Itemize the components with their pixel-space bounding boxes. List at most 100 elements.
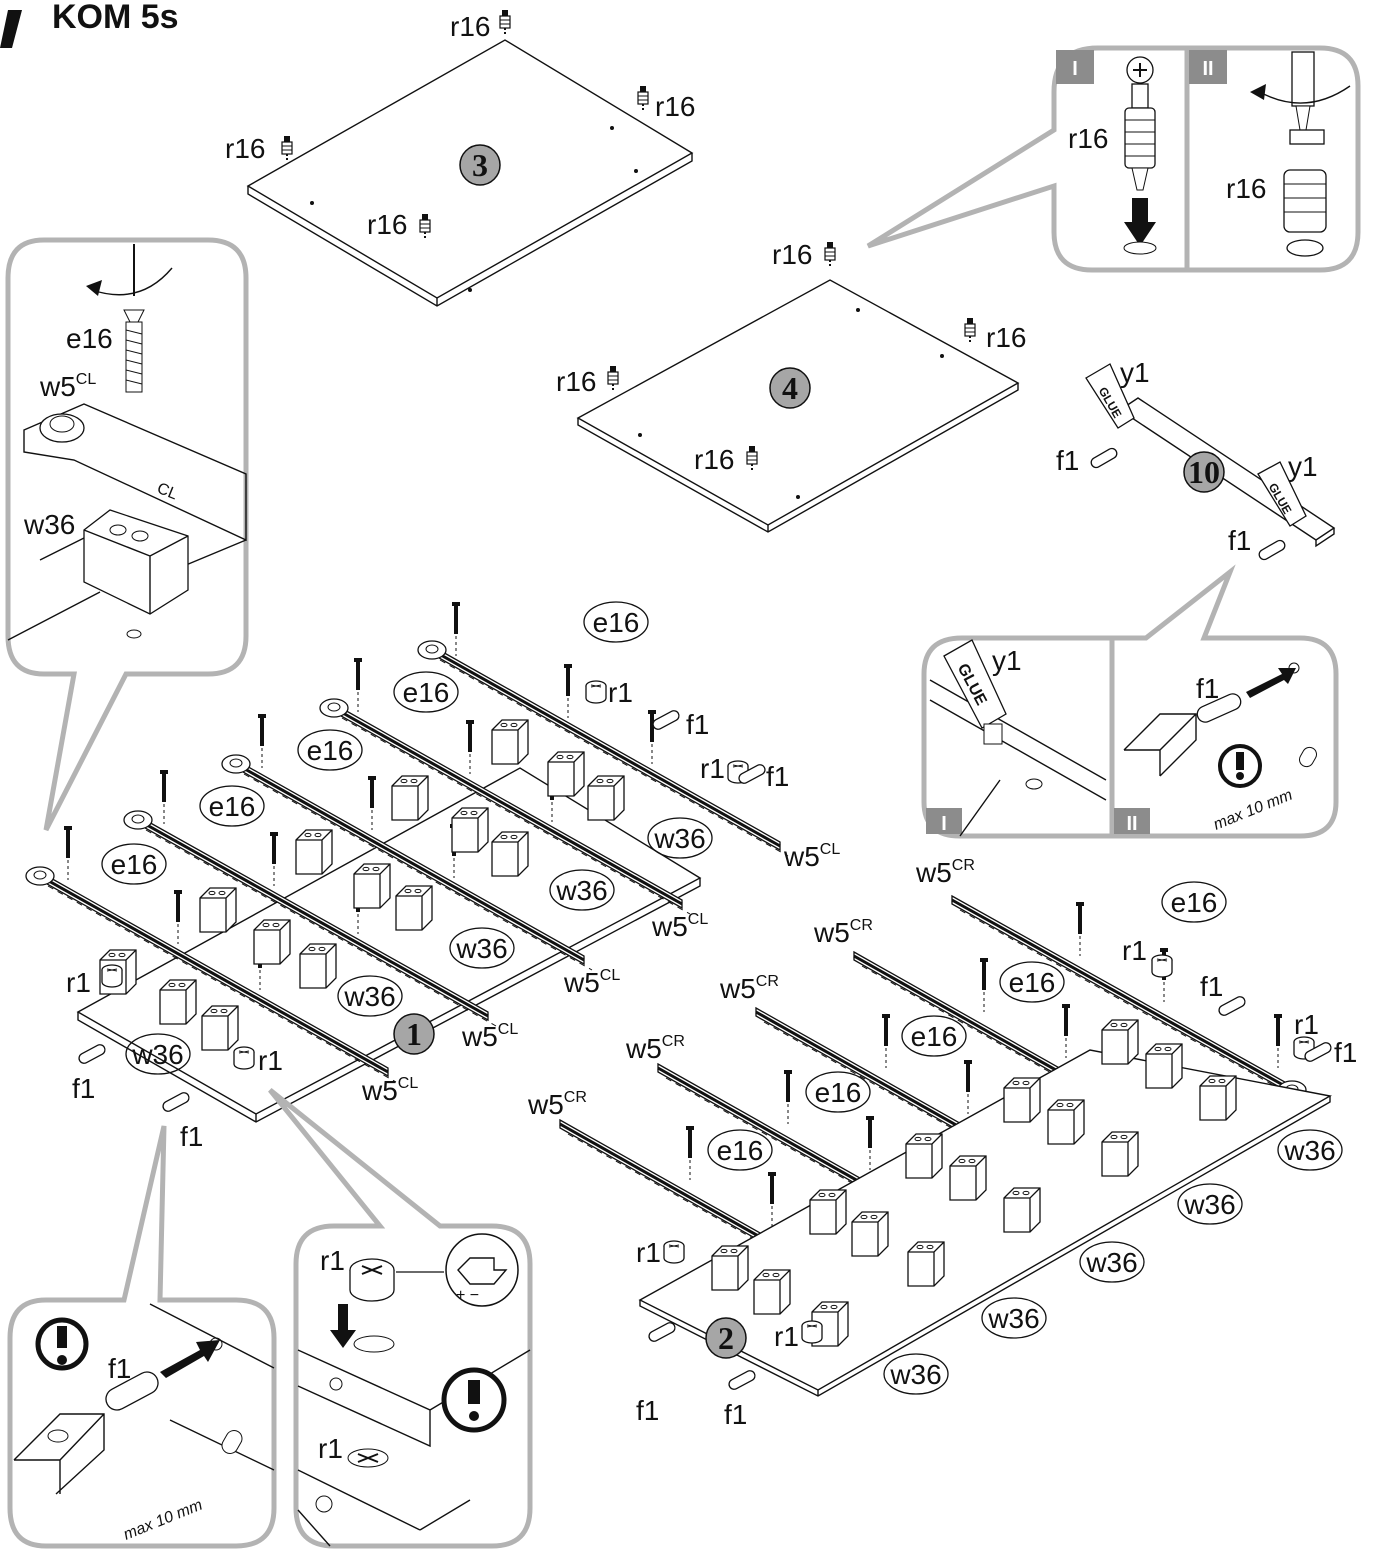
screw-e16 (466, 720, 474, 774)
bolt-r16 (281, 135, 293, 163)
bolt-r16 (824, 241, 836, 269)
label-w5cr: w5CR (915, 857, 975, 888)
label-f1: f1 (724, 1399, 747, 1430)
block-w36 (491, 719, 529, 765)
cam-r1 (663, 1240, 685, 1264)
label-w5cr: w5CR (625, 1033, 685, 1064)
oval-w36: w36 (647, 817, 713, 859)
step-one-label: I (941, 813, 947, 835)
block-w36 (907, 1241, 945, 1287)
block-w36 (353, 863, 391, 909)
label-r16: r16 (1226, 173, 1266, 204)
dowel-f1 (160, 1090, 192, 1114)
block-w36 (1047, 1099, 1085, 1145)
screw-e16 (686, 1126, 694, 1180)
block-w36 (711, 1245, 749, 1291)
label-w5cr: w5CR (719, 973, 779, 1004)
page-title: KOM 5s (52, 0, 179, 36)
label-f1: f1 (686, 709, 709, 740)
rotate-arrow-icon (1250, 84, 1266, 100)
oval-w36: w36 (1177, 1183, 1243, 1225)
cam-r1 (801, 1320, 823, 1344)
label-f1: f1 (1056, 445, 1079, 476)
label-r16: r16 (772, 239, 812, 270)
svg-text:4: 4 (782, 370, 798, 406)
bolt-r16 (964, 317, 976, 345)
label-r1: r1 (636, 1237, 661, 1268)
dowel-f1 (726, 1368, 758, 1392)
dowel-f1 (1256, 538, 1288, 562)
push-arrow-icon (160, 1340, 220, 1378)
oval-e16: e16 (393, 671, 459, 713)
screw-e16 (258, 714, 266, 768)
screw-e16 (1274, 1014, 1282, 1068)
block-w36 (395, 885, 433, 931)
svg-text:w36: w36 (131, 1039, 183, 1070)
cam-r1 (101, 964, 123, 988)
block-w36 (299, 943, 337, 989)
svg-text:3: 3 (472, 147, 488, 183)
oval-e16: e16 (805, 1071, 871, 1113)
svg-text:e16: e16 (403, 677, 450, 708)
drawer-slide-rail (123, 810, 497, 1027)
label-r16: r16 (367, 209, 407, 240)
oval-w36: w36 (1277, 1129, 1343, 1171)
screw-e16 (1076, 902, 1084, 956)
block-w36 (391, 775, 429, 821)
callout-bolt-steps: I II r16 r16 (866, 45, 1361, 273)
svg-text:e16: e16 (111, 849, 158, 880)
label-w5cl: w5CL (783, 841, 840, 872)
step-two-label: II (1126, 813, 1137, 835)
rotate-arrow-icon (86, 280, 102, 296)
screw-e16 (354, 658, 362, 712)
glue-bottle: GLUE (1085, 363, 1135, 429)
label-f1: f1 (1228, 525, 1251, 556)
label-w5cl: w5CL (651, 911, 708, 942)
drawer-slide-rail (25, 866, 397, 1083)
bolt-r16 (499, 9, 511, 37)
oval-e16: e16 (901, 1015, 967, 1057)
block-w36 (159, 979, 197, 1025)
screw-e16 (882, 1014, 890, 1068)
oval-e16: e16 (707, 1129, 773, 1171)
bolt-r16 (607, 365, 619, 393)
label-w5cr: w5CR (527, 1089, 587, 1120)
oval-w36: w36 (883, 1353, 949, 1395)
svg-text:e16: e16 (307, 735, 354, 766)
drawer-slide-rail (319, 698, 691, 915)
label-y1: y1 (1120, 357, 1150, 388)
block-w36 (1101, 1131, 1139, 1177)
screw-e16-detail (123, 309, 145, 393)
label-w5cr: w5CR (813, 917, 873, 948)
svg-text:w36: w36 (555, 875, 607, 906)
push-arrow-icon (330, 1304, 356, 1348)
svg-text:e16: e16 (1171, 887, 1218, 918)
block-w36 (201, 1005, 239, 1051)
label-w36: w36 (23, 509, 75, 540)
screw-e16 (866, 1116, 874, 1170)
oval-w36: w36 (449, 927, 515, 969)
label-r16: r16 (225, 133, 265, 164)
screw-e16 (564, 664, 572, 718)
dowel-f1 (1088, 446, 1120, 470)
block-w36 (253, 919, 291, 965)
oval-e16: e16 (1161, 881, 1227, 923)
dowel-f1 (76, 1042, 108, 1066)
screw-e16 (1062, 1004, 1070, 1058)
label-r1: r1 (774, 1321, 799, 1352)
svg-text:w36: w36 (653, 823, 705, 854)
svg-text:w36: w36 (889, 1359, 941, 1390)
label-r1: r1 (1294, 1009, 1319, 1040)
label-y1: y1 (992, 645, 1022, 676)
svg-text:e16: e16 (1009, 967, 1056, 998)
block-w36 (1145, 1043, 1183, 1089)
oval-e16: e16 (199, 785, 265, 827)
block-w36 (547, 751, 585, 797)
label-w5cl: w5CL (461, 1021, 518, 1052)
svg-text:w36: w36 (343, 981, 395, 1012)
block-w36 (949, 1155, 987, 1201)
label-w5cl: w5CL (39, 371, 96, 402)
cam-r1 (233, 1046, 255, 1070)
